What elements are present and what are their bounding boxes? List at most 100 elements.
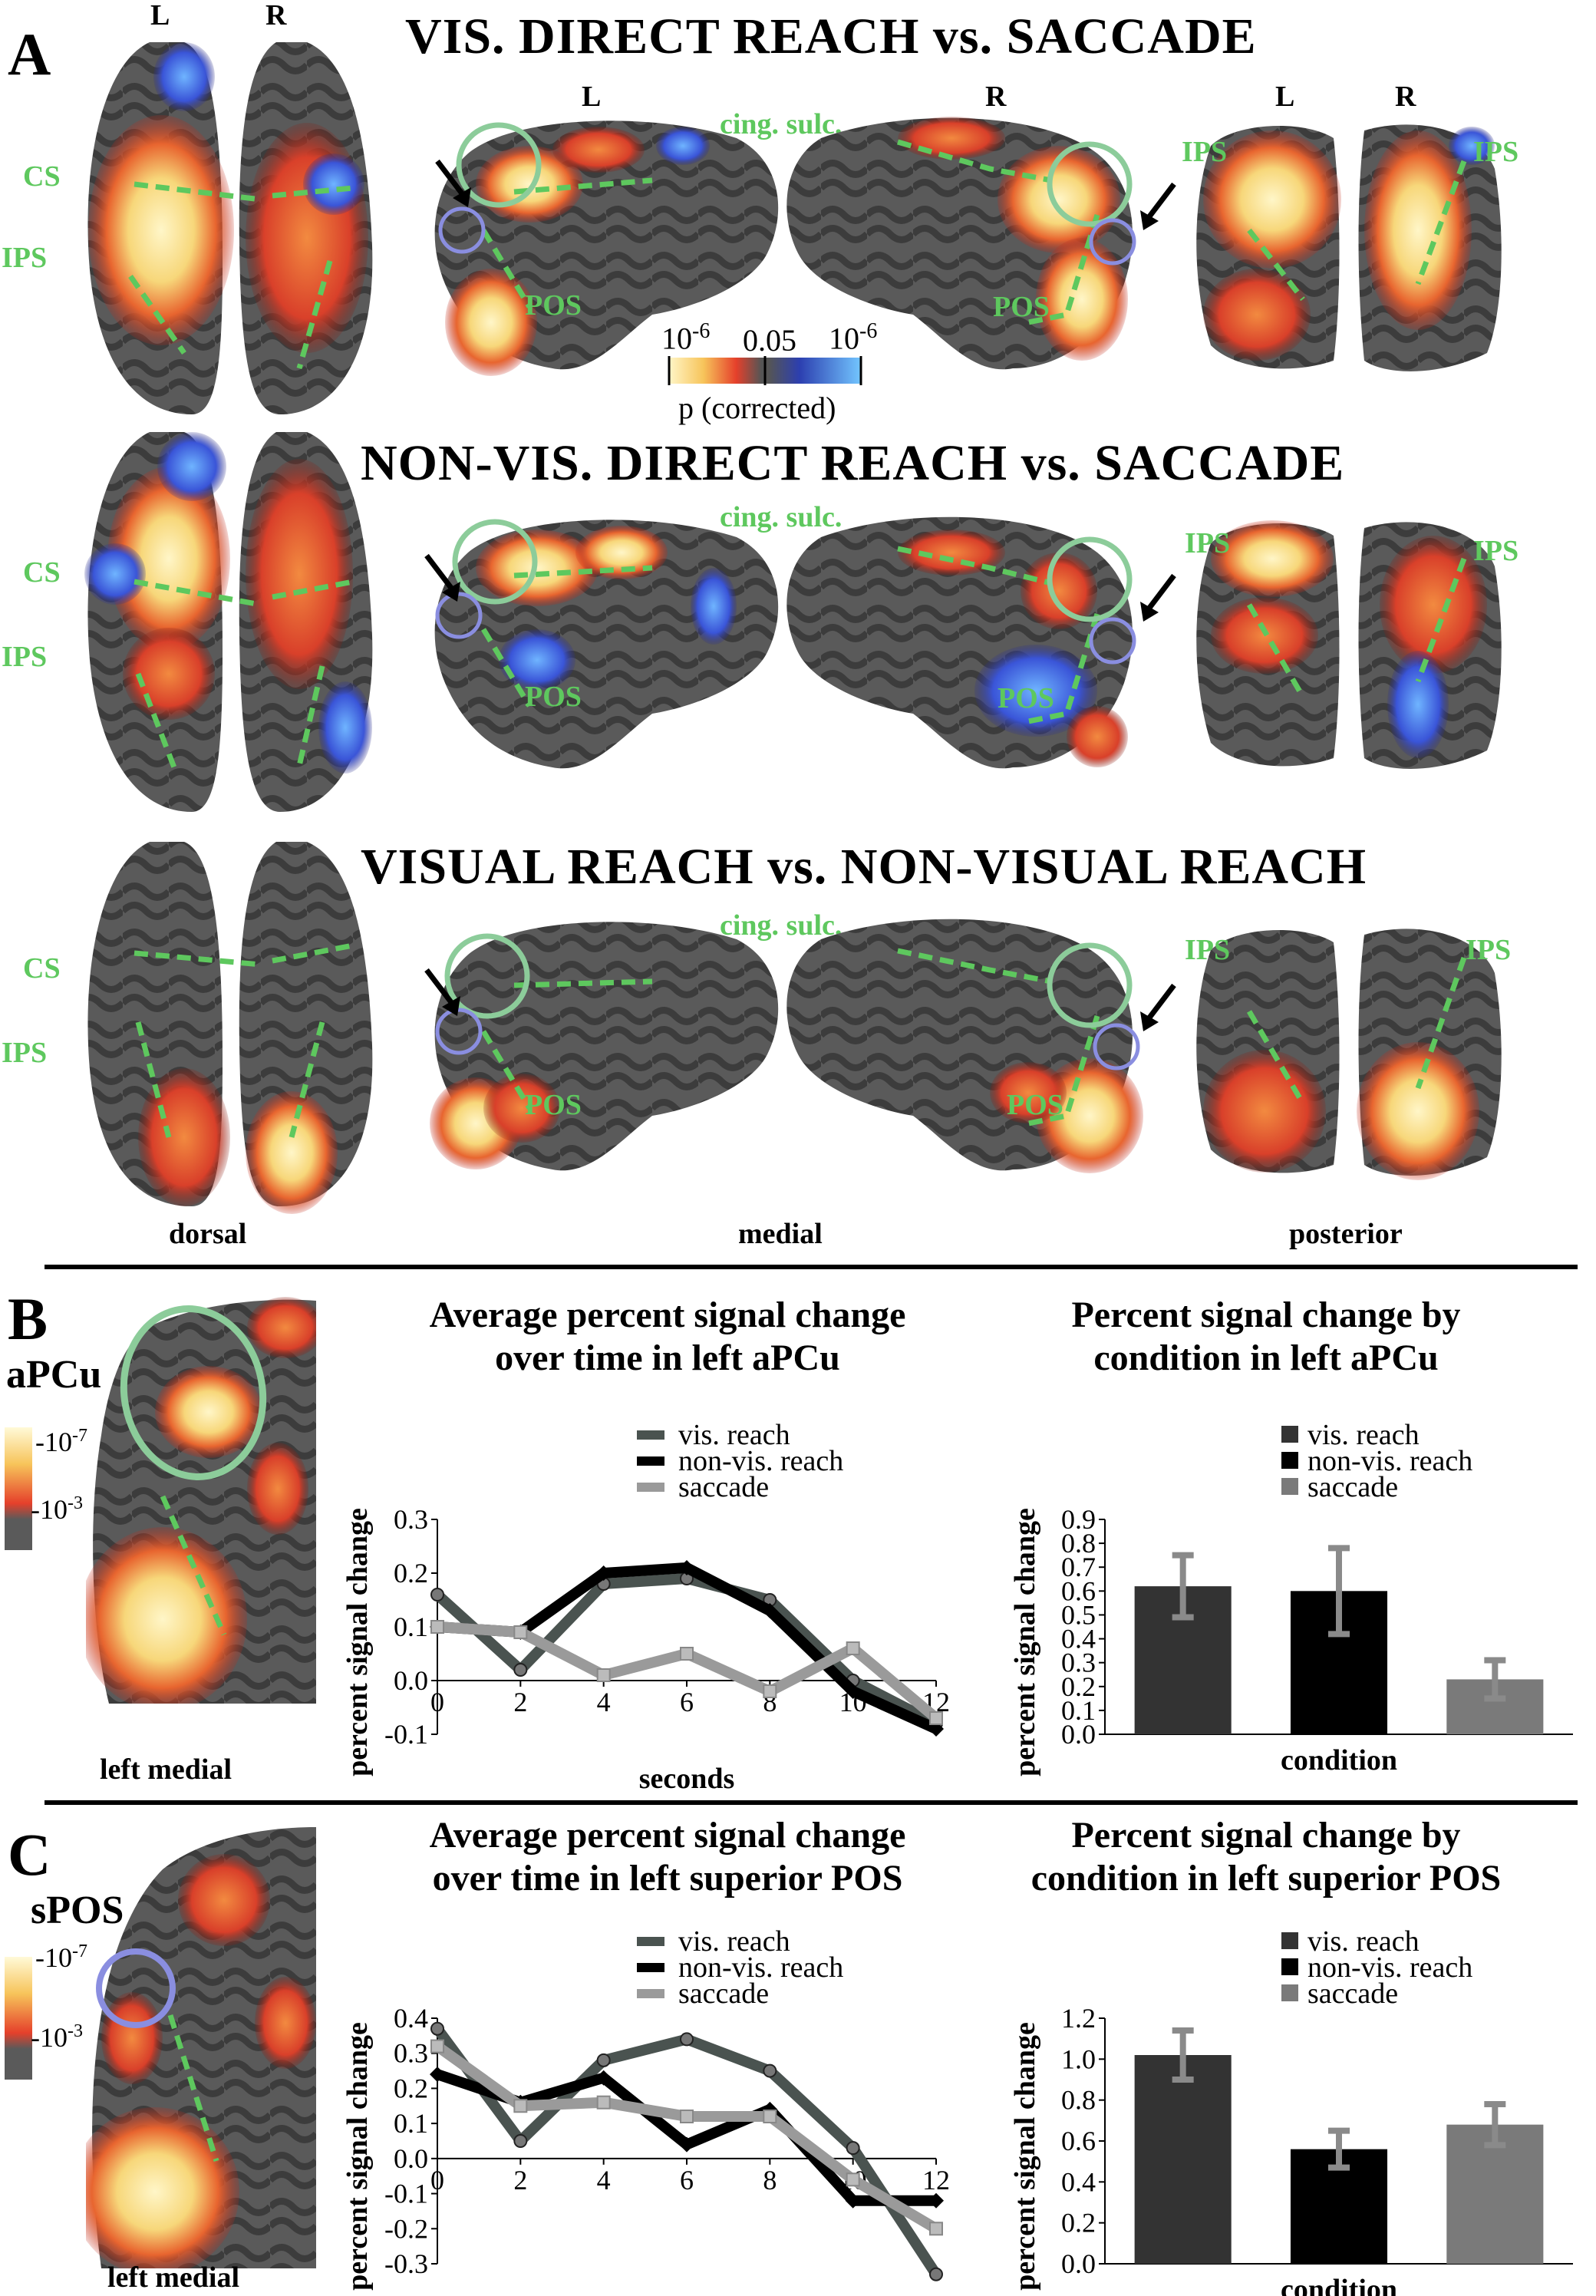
y-tick-label: 0.2	[1061, 2208, 1096, 2238]
row2-ips-label: IPS	[2, 641, 48, 673]
row2-cs-label: CS	[23, 556, 61, 589]
dorsal-hemi-right-label: R	[265, 0, 287, 31]
row2-medial-left-view	[434, 519, 779, 769]
legend-label: vis. reach	[678, 1419, 790, 1451]
row2-posterior-view	[1196, 520, 1502, 769]
data-point	[845, 2192, 861, 2209]
y-tick-label: 0.2	[394, 1558, 428, 1588]
row1-pos-right-label: POS	[993, 291, 1050, 323]
data-point	[513, 2134, 528, 2148]
row3-dorsal-view	[87, 842, 373, 1214]
data-point	[845, 1684, 861, 1699]
data-point	[430, 2021, 444, 2036]
bar	[1134, 2055, 1232, 2264]
row1-ips-post-right-label: IPS	[1473, 136, 1519, 168]
y-tick-label: 0.6	[1061, 2126, 1096, 2156]
y-tick-label: 0.1	[1061, 1695, 1096, 1726]
data-point	[679, 1560, 694, 1575]
legend-swatch	[1281, 1958, 1298, 1975]
y-tick-label: 0.8	[1061, 1528, 1096, 1559]
data-point	[430, 2067, 445, 2083]
row1-ips-post-left-label: IPS	[1182, 136, 1228, 168]
y-axis-label: percent signal change	[341, 2022, 374, 2291]
data-point	[762, 2101, 778, 2117]
y-tick-label: 0.4	[1061, 1624, 1096, 1654]
data-point	[846, 2172, 860, 2187]
panel-label-c: C	[8, 1821, 51, 1888]
dorsal-hemi-left-label: L	[150, 0, 170, 31]
y-tick-label: 0.2	[1061, 1671, 1096, 1702]
data-point	[763, 2110, 777, 2123]
divider-a-b	[45, 1265, 1578, 1269]
x-tick-label: 4	[597, 2165, 611, 2195]
row1-ips-label: IPS	[2, 242, 48, 274]
data-point	[679, 2136, 694, 2152]
row2-dorsal-view	[84, 432, 373, 812]
y-tick-label: 0.5	[1061, 1599, 1096, 1630]
row1-pos-left-label: POS	[525, 289, 582, 322]
c-left-medial-brain	[86, 1827, 316, 2268]
legend-swatch	[1281, 1932, 1298, 1949]
colorbar-label: p (corrected)	[678, 391, 836, 425]
y-tick-label: 1.2	[1061, 2003, 1096, 2034]
row2-cing-label: cing. sulc.	[720, 501, 843, 533]
row3-left-arrow	[424, 968, 460, 1016]
row1-cs-label: CS	[23, 160, 61, 193]
data-point	[596, 2095, 611, 2110]
y-tick-label: 0.0	[394, 1665, 428, 1696]
y-tick-label: 0.4	[394, 2003, 428, 2034]
row2-left-arrow	[424, 553, 460, 602]
y-tick-label: -0.3	[384, 2248, 428, 2279]
data-point	[595, 2070, 612, 2086]
legend-swatch	[1281, 1984, 1298, 2001]
b-bar-title: Percent signal change by condition in le…	[1071, 1295, 1461, 1378]
legend-label: vis. reach	[1307, 1419, 1420, 1451]
row3-pos-left-label: POS	[525, 1089, 582, 1121]
legend-label: saccade	[1307, 1978, 1398, 2010]
row3-ips-label: IPS	[2, 1037, 48, 1069]
c-roi-label: sPOS	[31, 1889, 124, 1932]
data-point	[762, 1603, 778, 1618]
legend-label: vis. reach	[678, 1925, 790, 1958]
data-point	[595, 1565, 612, 1581]
data-point	[763, 1684, 777, 1698]
row2-ips-post-left-label: IPS	[1185, 527, 1231, 559]
y-tick-label: 1.0	[1061, 2044, 1096, 2074]
data-point	[513, 2099, 528, 2113]
data-point	[513, 1625, 528, 1639]
x-tick-label: 8	[763, 2165, 777, 2195]
x-axis-label: condition	[1281, 1744, 1397, 1776]
row1-posterior-view	[1196, 124, 1502, 371]
b-colorbar-top-tick: -10-7	[35, 1426, 87, 1457]
x-tick-label: 12	[922, 2165, 950, 2195]
view-label-dorsal: dorsal	[169, 1218, 247, 1250]
row3-pos-right-label: POS	[1007, 1089, 1063, 1121]
y-tick-label: 0.2	[394, 2073, 428, 2103]
c-colorbar-bottom-tick: -10-3	[31, 2021, 83, 2053]
view-label-posterior: posterior	[1289, 1218, 1403, 1250]
y-tick-label: 0.3	[394, 1504, 428, 1535]
row2-title: NON-VIS. DIRECT REACH vs. SACCADE	[361, 435, 1345, 491]
y-tick-label: 0.0	[394, 2143, 428, 2174]
row3-right-arrow	[1140, 983, 1176, 1031]
c-colorbar	[5, 1957, 32, 2080]
legend-label: saccade	[678, 1471, 769, 1503]
row3-posterior-view	[1196, 929, 1502, 1180]
divider-b-c	[45, 1800, 1578, 1805]
row2-ips-post-right-label: IPS	[1473, 535, 1519, 567]
y-tick-label: 0.0	[1061, 2248, 1096, 2279]
legend-label: vis. reach	[1307, 1925, 1420, 1958]
x-tick-label: 2	[513, 2165, 527, 2195]
data-point	[929, 2222, 943, 2236]
row3-medial-right-view	[786, 919, 1143, 1173]
panel-label-b: B	[8, 1285, 48, 1352]
x-axis-label: seconds	[639, 2292, 735, 2296]
x-tick-label: 4	[597, 1687, 611, 1717]
y-tick-label: 0.7	[1061, 1552, 1096, 1582]
row1-dorsal-view	[87, 42, 373, 414]
y-tick-label: 0.1	[394, 1611, 428, 1642]
view-label-medial: medial	[738, 1218, 823, 1250]
data-point	[929, 1711, 943, 1725]
posterior-left-label: L	[1275, 81, 1295, 113]
